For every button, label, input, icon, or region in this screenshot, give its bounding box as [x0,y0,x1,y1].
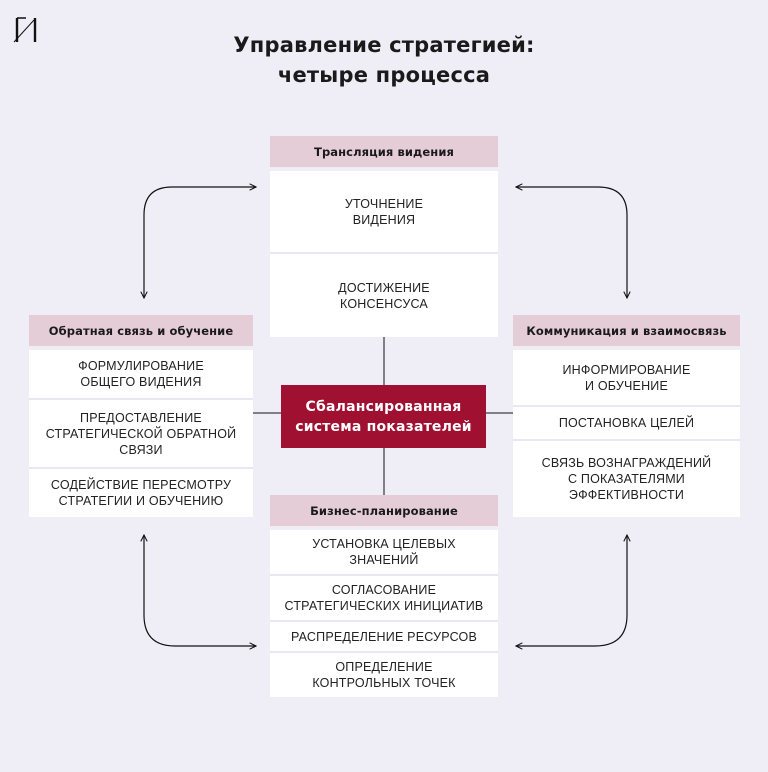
process-business-planning: Бизнес-планирование Установка целевых зн… [270,495,498,697]
process-items: Формулирование общего видения Предоставл… [29,350,253,517]
process-item: Связь вознаграждений с показателями эффе… [513,441,740,517]
process-item: Достижение консенсуса [270,254,498,337]
arrow-bottom-to-left [144,535,256,646]
process-communication-linking: Коммуникация и взаимосвязь Информировани… [513,315,740,517]
process-item: Постановка целей [513,407,740,439]
process-item: Согласование стратегических инициатив [270,576,498,620]
process-item: Уточнение видения [270,171,498,252]
process-item: Установка целевых значений [270,530,498,574]
process-item: Предоставление стратегической обратной с… [29,400,253,467]
title-line-1: Управление стратегией: [233,33,535,57]
arrow-top-to-right [516,187,627,298]
process-item: Формулирование общего видения [29,350,253,398]
process-item: Распределение ресурсов [270,622,498,651]
balanced-scorecard-center: Сбалансированная система показателей [281,385,486,448]
process-feedback-learning: Обратная связь и обучение Формулирование… [29,315,253,517]
process-item: Определение контрольных точек [270,653,498,697]
process-items: Установка целевых значений Согласование … [270,530,498,697]
process-header: Коммуникация и взаимосвязь [513,315,740,347]
process-header: Трансляция видения [270,136,498,168]
title-line-2: четыре процесса [277,63,491,87]
arrow-left-to-top [144,187,256,298]
page-title: Управление стратегией: четыре процесса [0,30,768,90]
process-header: Обратная связь и обучение [29,315,253,347]
logo [12,14,42,46]
process-items: Уточнение видения Достижение консенсуса [270,171,498,337]
process-items: Информирование и обучение Постановка цел… [513,350,740,517]
process-header: Бизнес-планирование [270,495,498,527]
process-translating-vision: Трансляция видения Уточнение видения Дос… [270,136,498,337]
process-item: Информирование и обучение [513,350,740,405]
arrow-right-to-bottom [516,535,627,646]
process-item: Содействие пересмотру стратегии и обучен… [29,469,253,517]
logo-mark [13,17,37,43]
